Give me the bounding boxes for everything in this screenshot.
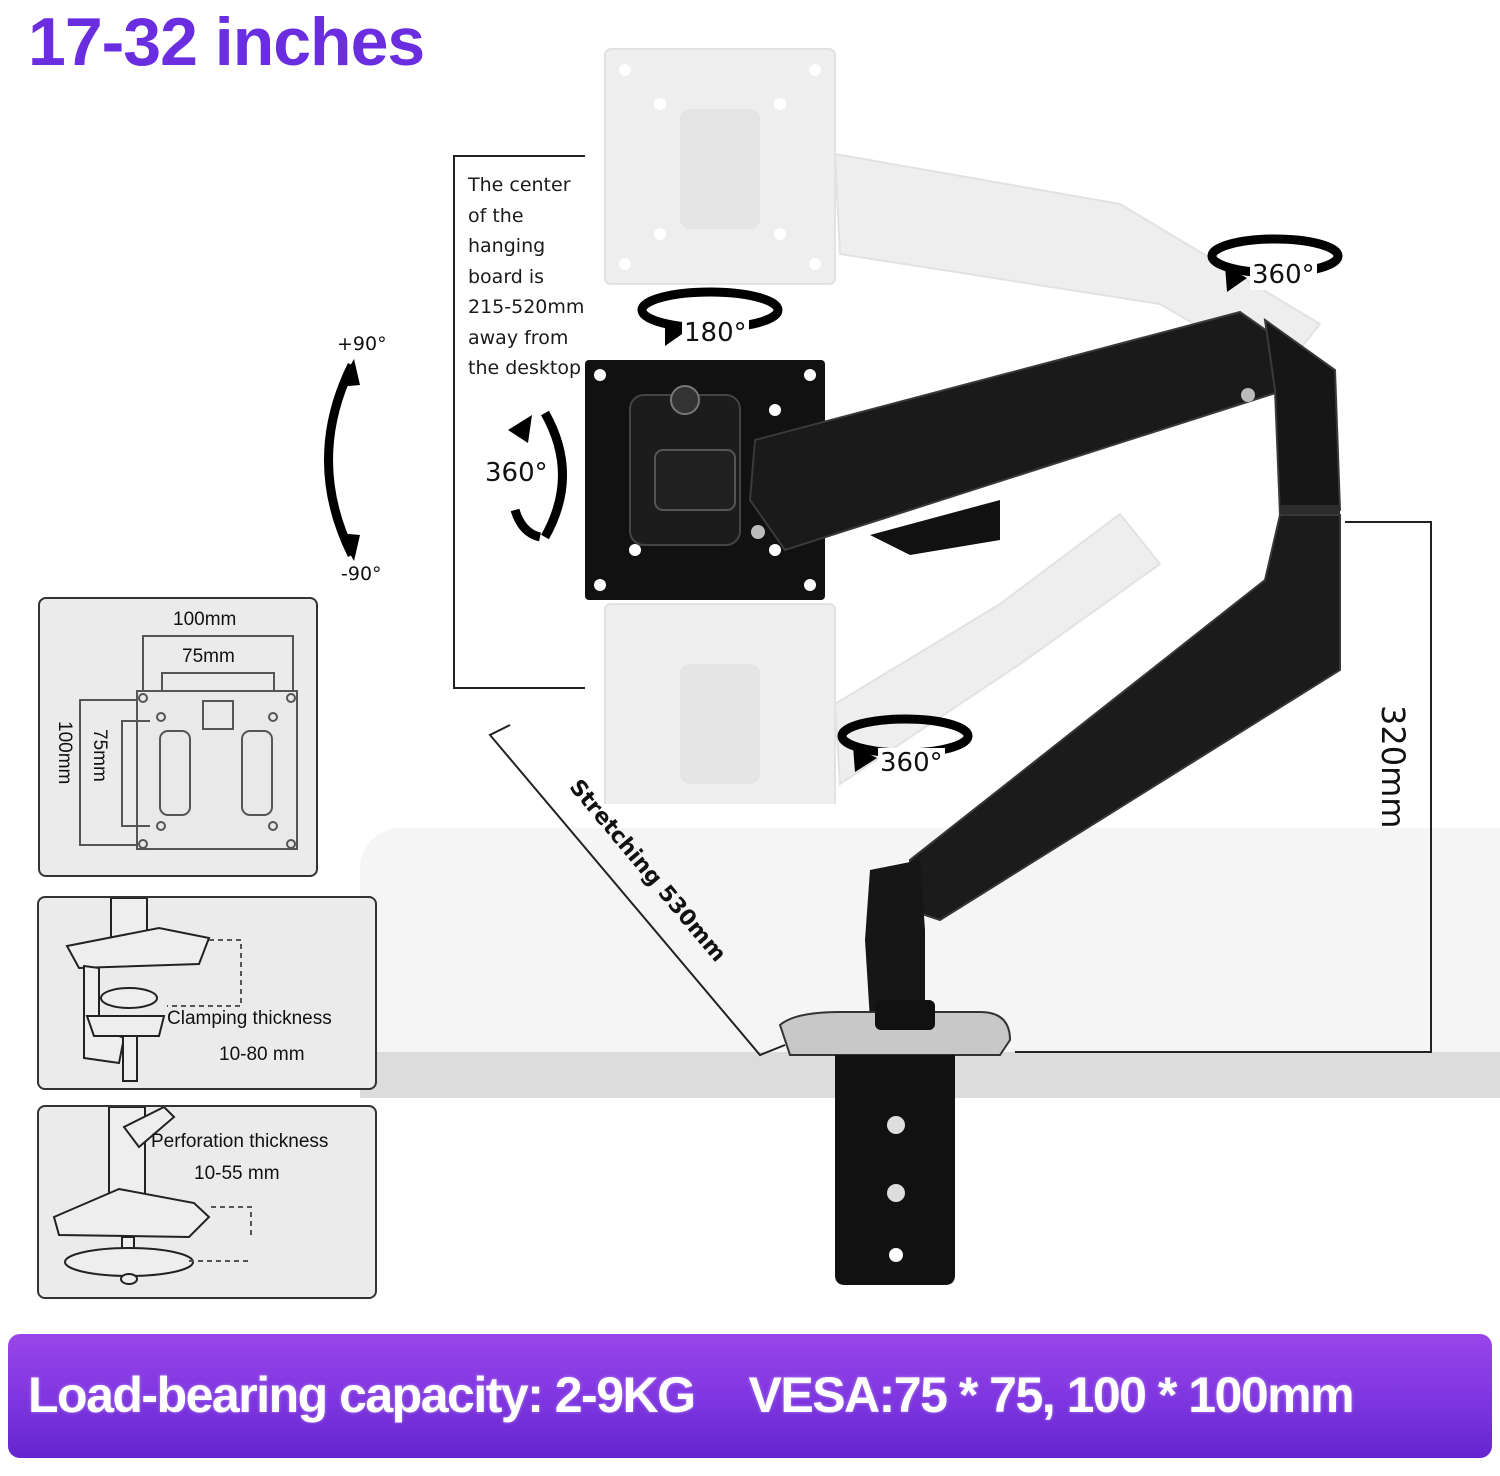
vesa-inner-width-label: 75mm (182, 646, 235, 667)
hanging-board-note: The center of the hanging board is 215-5… (468, 174, 585, 379)
clamp-thickness-value: 10-80 mm (219, 1044, 305, 1065)
rotation-label: 360° (485, 458, 548, 488)
specs-banner-text: Load-bearing capacity: 2-9KG VESA:75 * 75… (28, 1366, 1355, 1424)
height-label: 320mm (1374, 705, 1412, 829)
hanging-board-bracket (453, 155, 585, 689)
vesa-inner-height-label: 75mm (89, 729, 110, 782)
vesa-spec-text: VESA:75 * 75, 100 * 100mm (748, 1367, 1355, 1423)
height-dimension-line (1015, 521, 1432, 1053)
clamp-diagram (65, 898, 242, 1082)
tilt-arrow-icon (324, 359, 360, 561)
load-capacity-text: Load-bearing capacity: 2-9KG (28, 1367, 696, 1423)
grommet-mount-panel: Perforation thickness 10-55 mm (37, 1105, 377, 1299)
vesa-outer-height-label: 100mm (54, 721, 75, 785)
monitor-arm-graphic (585, 310, 1342, 1285)
size-range-title: 17-32 inches (28, 4, 425, 80)
clamp-thickness-label: Clamping thickness (167, 1008, 332, 1029)
perforation-thickness-value: 10-55 mm (194, 1163, 280, 1184)
grommet-diagram (52, 1107, 252, 1285)
ghost-arm-positions-graphic (604, 48, 1322, 804)
clamp-mount-panel: Clamping thickness 10-80 mm (37, 896, 377, 1090)
vesa-outer-width-label: 100mm (173, 609, 237, 630)
tilt-up-label: +90° (337, 333, 387, 355)
vesa-plate-diagram (79, 635, 298, 850)
specs-banner (8, 1334, 1492, 1458)
perforation-thickness-label: Perforation thickness (151, 1131, 329, 1152)
tilt-down-label: -90° (341, 563, 382, 585)
rotation-arrow-icon (508, 410, 567, 542)
vesa-pattern-panel: 100mm 75mm 75mm 100mm (38, 597, 318, 877)
swivel-head-label: 180° (682, 318, 749, 348)
swivel-top-label: 360° (1250, 260, 1317, 290)
swivel-base-label: 360° (878, 748, 945, 778)
stretching-dimension-line (488, 724, 786, 1057)
